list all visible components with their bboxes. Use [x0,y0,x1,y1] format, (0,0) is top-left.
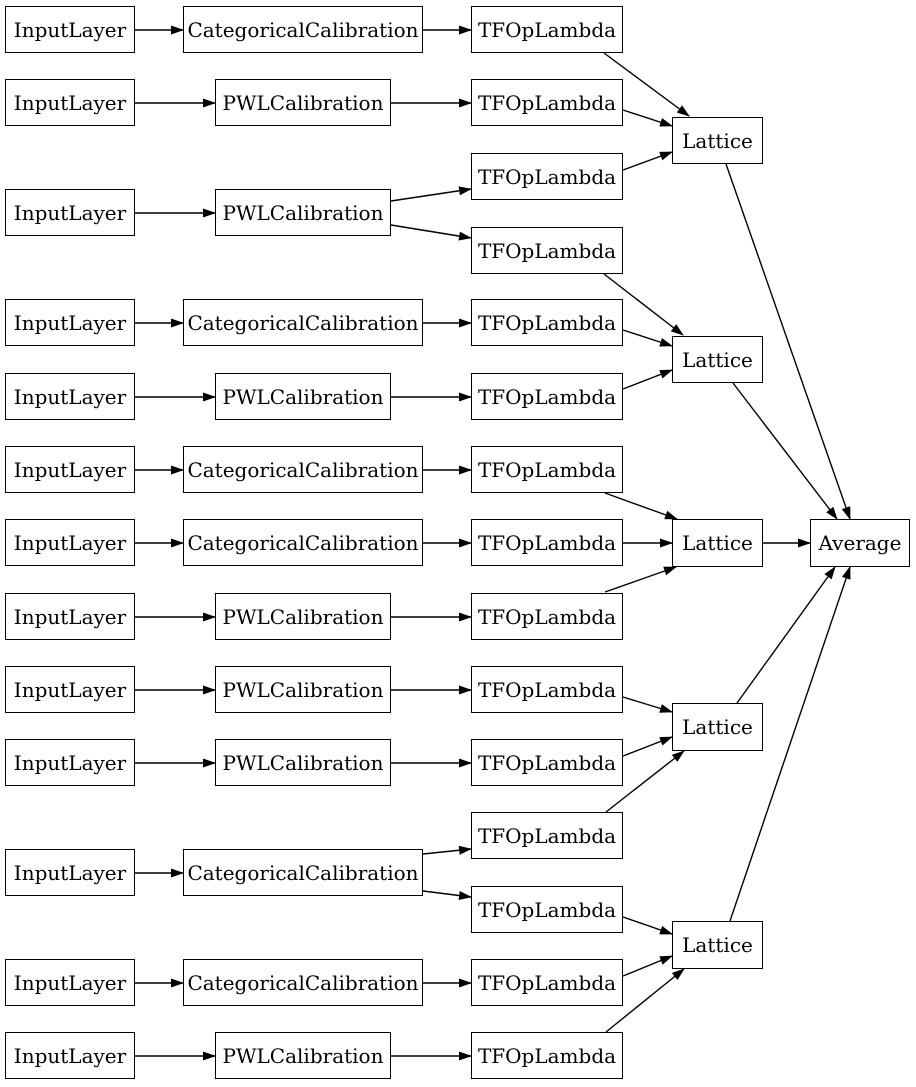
node-lambda_7: TFOpLambda [471,446,623,493]
node-catcal_3: CategoricalCalibration [183,446,423,493]
node-average: Average [810,519,910,567]
node-lambda_3: TFOpLambda [471,153,623,200]
edge-lambda_13-to-lattice_5 [622,916,673,935]
node-lambda_4: TFOpLambda [471,227,623,274]
node-catcal_4: CategoricalCalibration [183,519,423,566]
node-lattice_1: Lattice [672,117,763,164]
edge-lambda_2-to-lattice_1 [622,109,673,127]
node-pwlcal_4: PWLCalibration [215,593,391,640]
edge-lambda_12-to-lattice_4 [605,750,685,813]
node-input_3: InputLayer [5,189,135,236]
edge-lambda_3-to-lattice_1 [622,151,673,171]
edge-pwlcal_2-to-lambda_3 [390,186,472,202]
edge-lattice_1-to-average [725,163,851,520]
edge-catcal_5-to-lambda_13 [422,890,472,900]
node-pwlcal_3: PWLCalibration [215,373,391,420]
node-input_6: InputLayer [5,446,135,493]
edge-lambda_11-to-lattice_4 [622,736,673,757]
node-input_4: InputLayer [5,299,135,346]
edge-lambda_1-to-lattice_1 [603,52,690,117]
node-lattice_4: Lattice [672,703,763,751]
node-pwlcal_2: PWLCalibration [215,189,391,236]
edge-lattice_5-to-average [729,566,851,922]
edge-lambda_4-to-lattice_2 [603,273,684,336]
node-lattice_5: Lattice [672,921,763,969]
node-lattice_3: Lattice [672,519,763,567]
node-lambda_13: TFOpLambda [471,886,623,933]
node-catcal_5: CategoricalCalibration [183,849,423,896]
node-lambda_15: TFOpLambda [471,1032,623,1079]
edge-lambda_10-to-lattice_4 [622,696,673,713]
edge-lambda_9-to-lattice_3 [604,566,677,593]
node-input_1: InputLayer [5,6,135,53]
node-lambda_11: TFOpLambda [471,739,623,786]
node-input_12: InputLayer [5,959,135,1006]
node-input_9: InputLayer [5,666,135,713]
node-pwlcal_6: PWLCalibration [215,739,391,786]
edge-lambda_6-to-lattice_2 [622,369,673,390]
node-lambda_2: TFOpLambda [471,79,623,126]
node-pwlcal_7: PWLCalibration [215,1032,391,1079]
node-input_13: InputLayer [5,1032,135,1079]
node-catcal_2: CategoricalCalibration [183,299,423,346]
node-pwlcal_1: PWLCalibration [215,79,391,126]
node-input_5: InputLayer [5,373,135,420]
node-lambda_1: TFOpLambda [471,6,623,53]
node-catcal_1: CategoricalCalibration [183,6,423,53]
edge-lambda_5-to-lattice_2 [622,329,673,347]
node-lambda_10: TFOpLambda [471,666,623,713]
edge-lattice_4-to-average [736,566,836,704]
node-lattice_2: Lattice [672,336,763,383]
edge-catcal_5-to-lambda_12 [422,845,472,855]
node-lambda_8: TFOpLambda [471,519,623,566]
edge-lambda_15-to-lattice_5 [605,968,685,1033]
node-pwlcal_5: PWLCalibration [215,666,391,713]
node-lambda_9: TFOpLambda [471,593,623,640]
edge-pwlcal_2-to-lambda_4 [390,224,472,241]
node-input_11: InputLayer [5,849,135,896]
node-lambda_12: TFOpLambda [471,812,623,859]
node-input_8: InputLayer [5,593,135,640]
node-lambda_6: TFOpLambda [471,373,623,420]
node-input_10: InputLayer [5,739,135,786]
node-lambda_14: TFOpLambda [471,959,623,1006]
edge-lambda_7-to-lattice_3 [604,492,678,520]
edge-lattice_2-to-average [732,382,838,520]
node-input_2: InputLayer [5,79,135,126]
node-lambda_5: TFOpLambda [471,299,623,346]
node-input_7: InputLayer [5,519,135,566]
edge-lambda_14-to-lattice_5 [622,955,673,977]
node-catcal_6: CategoricalCalibration [183,959,423,1006]
